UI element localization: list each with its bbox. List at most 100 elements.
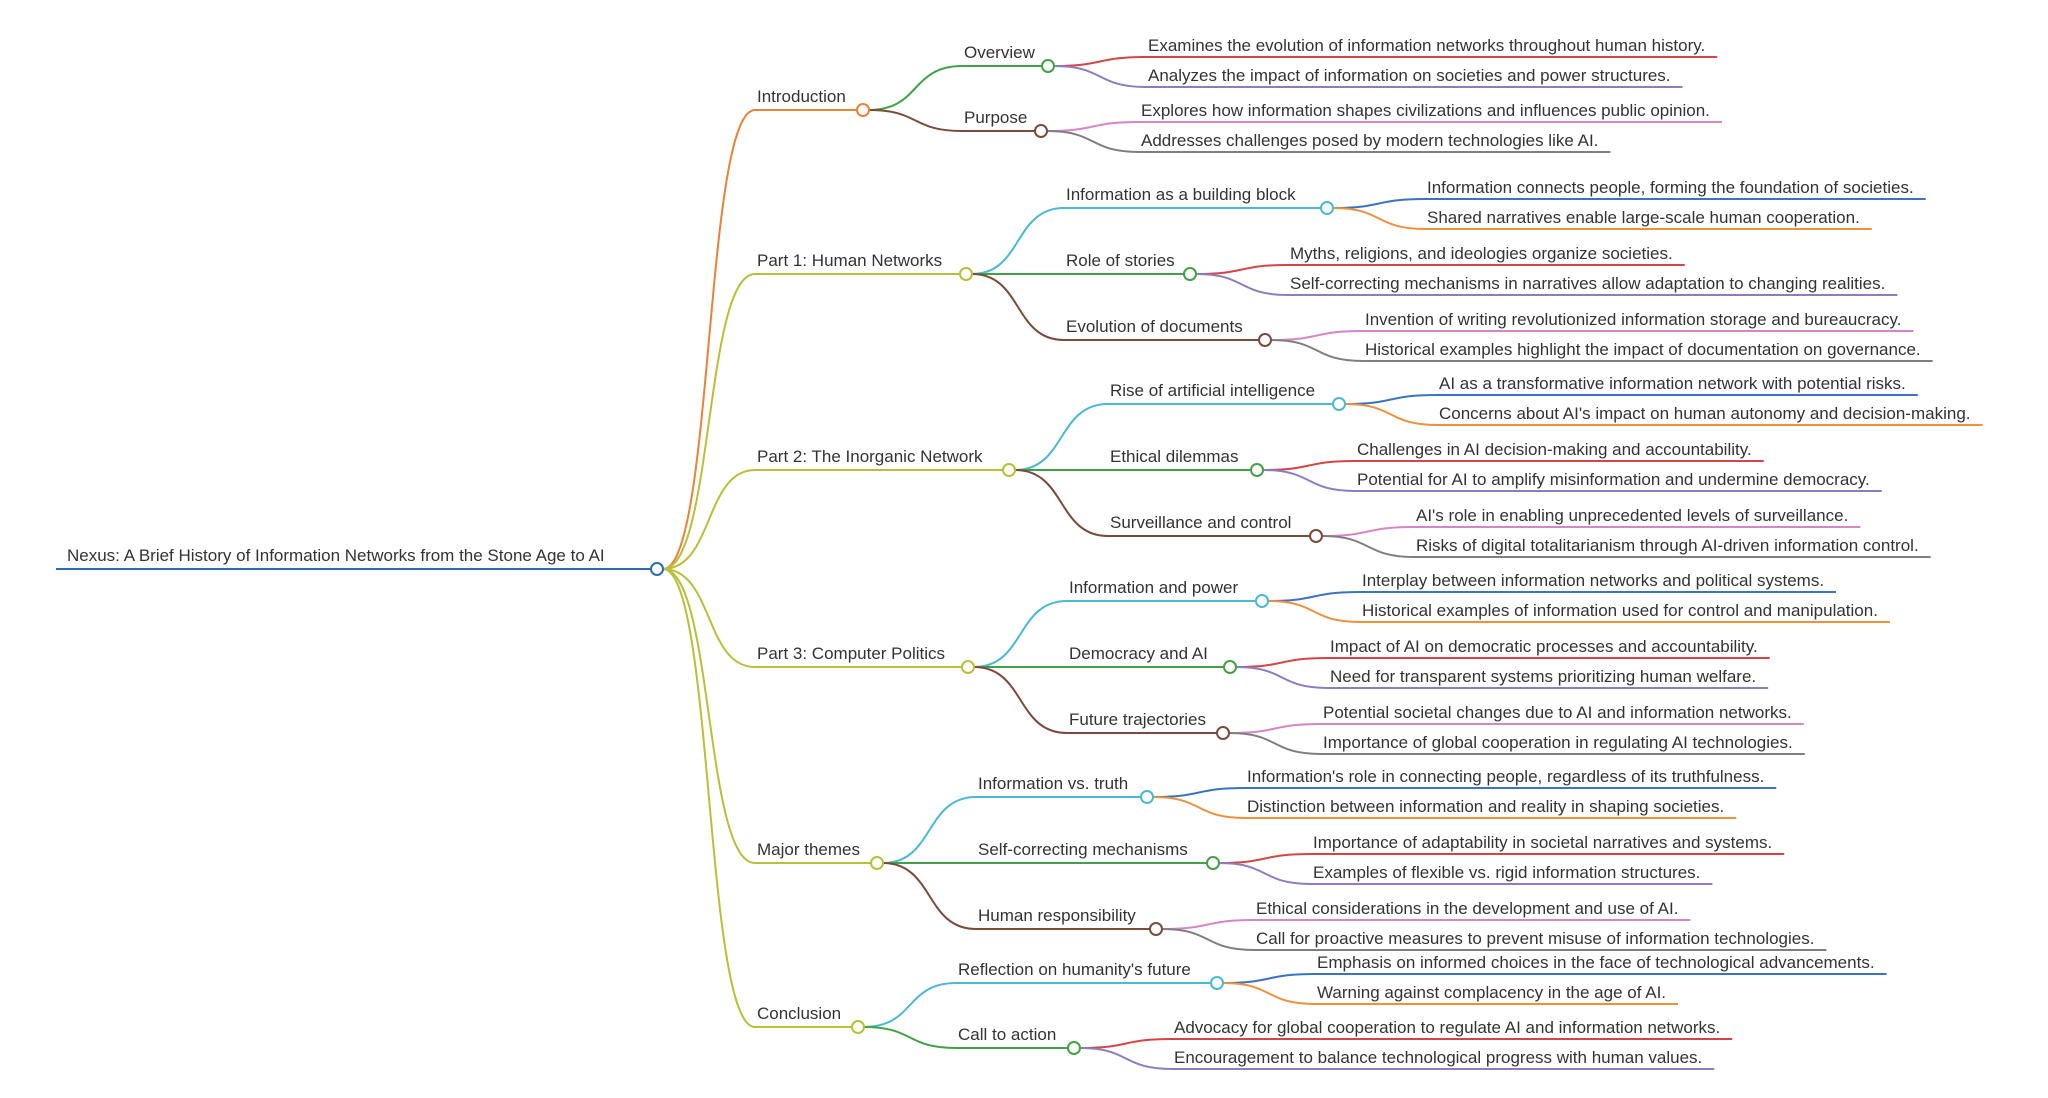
branch-part1[interactable]: Part 1: Human Networks — [757, 251, 942, 270]
detail-human-responsibility-1: Ethical considerations in the developmen… — [1256, 899, 1678, 918]
connector-root-introduction — [662, 109, 756, 570]
detail-building-block-1: Information connects people, forming the… — [1427, 178, 1914, 197]
connector-point-purpose-1 — [1046, 130, 1140, 153]
branch-dot-introduction[interactable] — [856, 103, 870, 117]
detail-building-block-2: Shared narratives enable large-scale hum… — [1427, 208, 1860, 227]
subtopic-dot-building-block[interactable] — [1320, 201, 1334, 215]
detail-surveillance-1: AI's role in enabling unprecedented leve… — [1416, 506, 1848, 525]
subtopic-human-responsibility[interactable]: Human responsibility — [978, 906, 1136, 925]
subtopic-self-correcting[interactable]: Self-correcting mechanisms — [978, 840, 1188, 859]
subtopic-reflection[interactable]: Reflection on humanity's future — [958, 960, 1191, 979]
root-topic[interactable]: Nexus: A Brief History of Information Ne… — [67, 546, 605, 565]
detail-call-to-action-2: Encouragement to balance technological p… — [1174, 1048, 1702, 1067]
branch-dot-part1[interactable] — [959, 267, 973, 281]
branch-introduction[interactable]: Introduction — [757, 87, 846, 106]
connector-point-reflection-1 — [1222, 982, 1316, 1005]
connector-root-part3 — [662, 568, 756, 668]
subtopic-democracy-ai[interactable]: Democracy and AI — [1069, 644, 1208, 663]
connector-building-block — [971, 207, 1065, 275]
subtopic-dot-self-correcting[interactable] — [1206, 856, 1220, 870]
subtopic-dot-purpose[interactable] — [1034, 124, 1048, 138]
connector-point-future-trajectories-0 — [1228, 723, 1322, 734]
connector-layer — [56, 56, 1983, 1070]
subtopic-dot-democracy-ai[interactable] — [1223, 660, 1237, 674]
detail-info-power-1: Interplay between information networks a… — [1362, 571, 1824, 590]
detail-reflection-2: Warning against complacency in the age o… — [1317, 983, 1666, 1002]
connector-point-surveillance-1 — [1321, 535, 1415, 558]
detail-role-of-stories-1: Myths, religions, and ideologies organiz… — [1290, 244, 1673, 263]
subtopic-dot-human-responsibility[interactable] — [1149, 922, 1163, 936]
subtopic-role-of-stories[interactable]: Role of stories — [1066, 251, 1175, 270]
subtopic-info-power[interactable]: Information and power — [1069, 578, 1238, 597]
connector-point-ethical-dilemmas-0 — [1262, 460, 1356, 471]
subtopic-dot-future-trajectories[interactable] — [1216, 726, 1230, 740]
detail-rise-ai-1: AI as a transformative information netwo… — [1439, 374, 1906, 393]
subtopic-overview[interactable]: Overview — [964, 43, 1036, 62]
connector-point-reflection-0 — [1222, 973, 1316, 984]
subtopic-future-trajectories[interactable]: Future trajectories — [1069, 710, 1206, 729]
subtopic-info-vs-truth[interactable]: Information vs. truth — [978, 774, 1128, 793]
detail-evolution-documents-1: Invention of writing revolutionized info… — [1365, 310, 1901, 329]
subtopic-surveillance[interactable]: Surveillance and control — [1110, 513, 1291, 532]
connector-point-rise-ai-0 — [1344, 394, 1438, 405]
connector-info-power — [973, 600, 1068, 668]
detail-rise-ai-2: Concerns about AI's impact on human auto… — [1439, 404, 1971, 423]
connector-point-evolution-documents-1 — [1270, 339, 1364, 362]
connector-point-human-responsibility-0 — [1161, 919, 1255, 930]
connector-purpose — [868, 109, 963, 132]
subtopic-building-block[interactable]: Information as a building block — [1066, 185, 1296, 204]
subtopic-call-to-action[interactable]: Call to action — [958, 1025, 1056, 1044]
detail-evolution-documents-2: Historical examples highlight the impact… — [1365, 340, 1921, 359]
connector-point-building-block-0 — [1332, 198, 1426, 209]
connector-point-democracy-ai-0 — [1235, 657, 1329, 668]
detail-reflection-1: Emphasis on informed choices in the face… — [1317, 953, 1875, 972]
subtopic-dot-rise-ai[interactable] — [1332, 397, 1346, 411]
connector-root-conclusion — [662, 568, 756, 1028]
branch-dot-part3[interactable] — [961, 660, 975, 674]
connector-root-part2 — [662, 469, 756, 570]
subtopic-dot-ethical-dilemmas[interactable] — [1250, 463, 1264, 477]
branch-part3[interactable]: Part 3: Computer Politics — [757, 644, 945, 663]
subtopic-dot-surveillance[interactable] — [1309, 529, 1323, 543]
subtopic-dot-info-power[interactable] — [1255, 594, 1269, 608]
subtopic-dot-evolution-documents[interactable] — [1258, 333, 1272, 347]
connector-point-democracy-ai-1 — [1235, 666, 1329, 689]
connector-point-call-to-action-1 — [1079, 1047, 1173, 1070]
detail-call-to-action-1: Advocacy for global cooperation to regul… — [1174, 1018, 1720, 1037]
connector-point-building-block-1 — [1332, 207, 1426, 230]
subtopic-dot-info-vs-truth[interactable] — [1140, 790, 1154, 804]
subtopic-dot-overview[interactable] — [1041, 59, 1055, 73]
detail-self-correcting-1: Importance of adaptability in societal n… — [1313, 833, 1772, 852]
subtopic-purpose[interactable]: Purpose — [964, 108, 1027, 127]
connector-point-future-trajectories-1 — [1228, 732, 1322, 755]
connector-point-info-vs-truth-1 — [1152, 796, 1246, 819]
branch-major-themes[interactable]: Major themes — [757, 840, 860, 859]
connector-point-ethical-dilemmas-1 — [1262, 469, 1356, 492]
connector-point-role-of-stories-0 — [1195, 264, 1289, 275]
subtopic-rise-ai[interactable]: Rise of artificial intelligence — [1110, 381, 1315, 400]
connector-future-trajectories — [973, 666, 1068, 734]
connector-rise-ai — [1014, 403, 1109, 471]
connector-point-rise-ai-1 — [1344, 403, 1438, 426]
root-node-dot[interactable] — [650, 562, 664, 576]
connector-human-responsibility — [882, 862, 977, 930]
connector-point-role-of-stories-1 — [1195, 273, 1289, 296]
branch-part2[interactable]: Part 2: The Inorganic Network — [757, 447, 983, 466]
subtopic-dot-role-of-stories[interactable] — [1183, 267, 1197, 281]
branch-dot-major-themes[interactable] — [870, 856, 884, 870]
detail-info-power-2: Historical examples of information used … — [1362, 601, 1878, 620]
detail-human-responsibility-2: Call for proactive measures to prevent m… — [1256, 929, 1814, 948]
detail-purpose-1: Explores how information shapes civiliza… — [1141, 101, 1710, 120]
subtopic-ethical-dilemmas[interactable]: Ethical dilemmas — [1110, 447, 1239, 466]
branch-dot-part2[interactable] — [1002, 463, 1016, 477]
detail-surveillance-2: Risks of digital totalitarianism through… — [1416, 536, 1919, 555]
subtopic-evolution-documents[interactable]: Evolution of documents — [1066, 317, 1243, 336]
detail-overview-2: Analyzes the impact of information on so… — [1148, 66, 1671, 85]
detail-future-trajectories-2: Importance of global cooperation in regu… — [1323, 733, 1793, 752]
subtopic-dot-call-to-action[interactable] — [1067, 1041, 1081, 1055]
branch-conclusion[interactable]: Conclusion — [757, 1004, 841, 1023]
connector-point-overview-0 — [1053, 56, 1147, 67]
subtopic-dot-reflection[interactable] — [1210, 976, 1224, 990]
branch-dot-conclusion[interactable] — [851, 1020, 865, 1034]
detail-info-vs-truth-2: Distinction between information and real… — [1247, 797, 1724, 816]
